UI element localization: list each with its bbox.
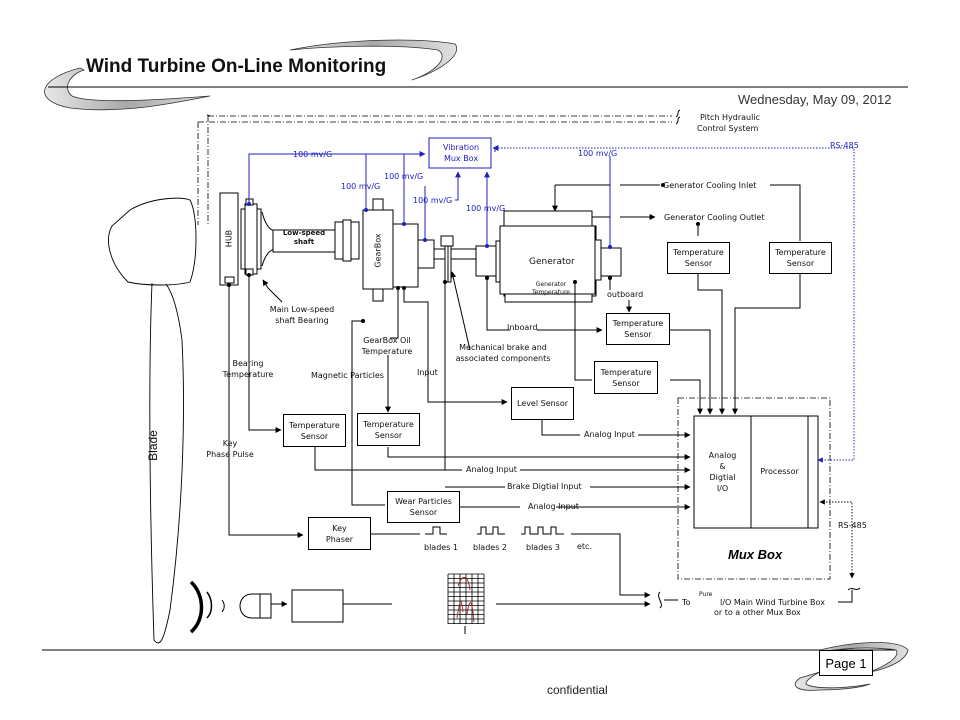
- blade-shape: [149, 282, 184, 644]
- page-title: Wind Turbine On-Line Monitoring: [86, 56, 387, 77]
- vib-label-6: 100 mv/G: [578, 149, 618, 158]
- mux-processor-label: Processor: [760, 467, 799, 476]
- analog-input-label-1: Analog Input: [584, 430, 635, 439]
- analog-input-label-2: Analog Input: [466, 465, 517, 474]
- pitch-label-2: Control System: [697, 124, 759, 133]
- mux-processor-block: [750, 415, 809, 529]
- output-to-label: To: [682, 598, 691, 607]
- brake-digital-label: Brake Digtial Input: [507, 482, 582, 491]
- vib-label-3: 100 mv/G: [384, 172, 424, 181]
- page-number: Page 1: [819, 650, 873, 676]
- vib-label-5: 100 mv/G: [466, 204, 506, 213]
- mux-box-label: Mux Box: [728, 547, 783, 562]
- magnetic-particles-label: Magnetic Particles: [311, 371, 384, 380]
- cooling-outlet-label: Generator Cooling Outlet: [664, 213, 765, 222]
- gearbox-box: [362, 209, 394, 290]
- signal-processor-box: [291, 589, 344, 623]
- rs485-side-label: RS-485: [838, 521, 867, 530]
- input-label: Input: [417, 368, 438, 377]
- etc-label: etc.: [577, 542, 592, 551]
- vibration-mux-label: Vibration Mux Box: [442, 143, 480, 163]
- pulse-blades-1: [425, 526, 447, 535]
- blades-3-label: blades 3: [526, 543, 561, 552]
- output-pure-label: Pure: [699, 591, 713, 598]
- pulse-blades-3: [521, 526, 564, 535]
- date-label: Wednesday, May 09, 2012: [738, 92, 892, 107]
- gearbox-label: GearBox: [373, 233, 383, 268]
- low-speed-shaft-label: Low-speed shaft: [282, 229, 326, 246]
- output-line1: I/O Main Wind Turbine Box: [720, 598, 825, 607]
- spectrum-thumbnail: [437, 573, 493, 634]
- vib-label-2: 100 mv/G: [341, 182, 381, 191]
- inboard-label: Inboard: [507, 323, 538, 332]
- rs485-side-line: [819, 499, 855, 579]
- mux-io-block: [693, 415, 752, 529]
- analog-input-label-3: Analog Input: [528, 502, 579, 511]
- vibration-mux-box: [428, 137, 492, 169]
- header-swoosh-right: [289, 39, 457, 81]
- pulse-blades-2: [477, 526, 505, 535]
- vib-label-4: 100 mv/G: [413, 196, 453, 205]
- vib-label-1: 100 mv/G: [293, 150, 333, 159]
- generator-label: Generator: [529, 257, 575, 267]
- blade-label: Blade: [145, 430, 160, 461]
- mux-box-outline: [677, 397, 831, 580]
- microphone: [239, 593, 261, 619]
- confidential-label: confidential: [547, 683, 608, 697]
- output-line2: or to a other Mux Box: [714, 608, 801, 617]
- blades-1-label: blades 1: [424, 543, 459, 552]
- rs485-top-label: RS-485: [830, 141, 859, 150]
- header-swoosh-left: [44, 67, 211, 111]
- generator-temperature-label: Generator Temperature: [531, 281, 570, 296]
- hub-label: HUB: [224, 229, 234, 248]
- nose-cone: [108, 197, 197, 286]
- level-sensor: Level Sensor: [511, 387, 574, 420]
- cooling-inlet-label: Generator Cooling Inlet: [663, 181, 757, 190]
- outboard-label: outboard: [607, 290, 644, 299]
- blades-2-label: blades 2: [473, 543, 508, 552]
- generator-box: [499, 225, 596, 295]
- pitch-label-1: Pitch Hydraulic: [700, 113, 760, 122]
